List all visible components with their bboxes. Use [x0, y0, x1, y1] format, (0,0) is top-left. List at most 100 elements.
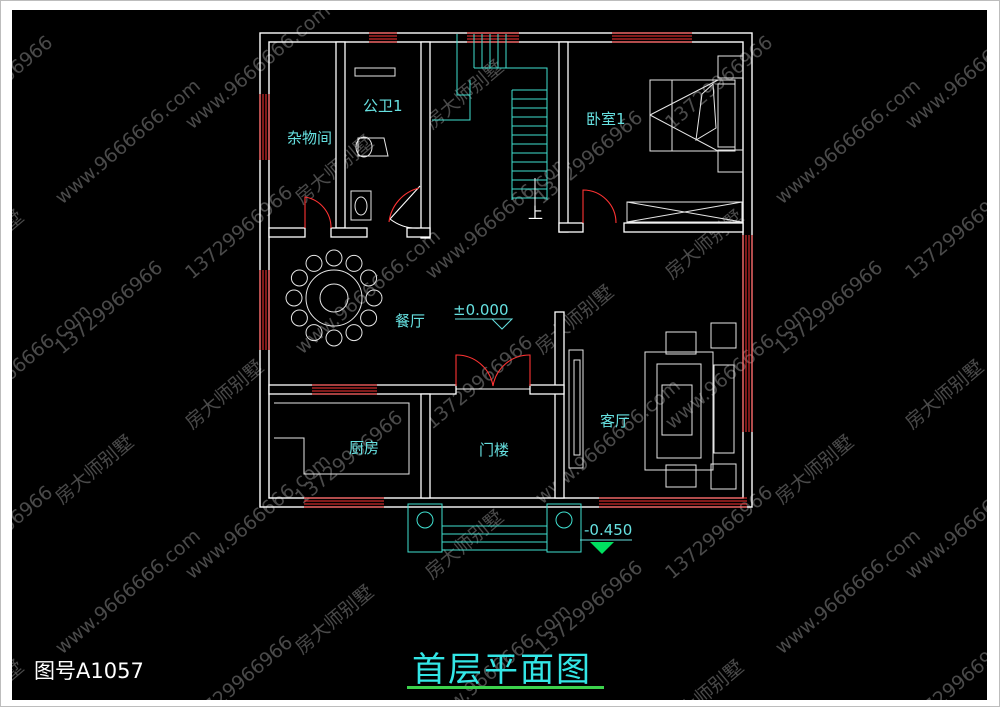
wall-bath-bottom	[406, 227, 431, 238]
dining-chair-icon	[285, 289, 303, 307]
porch-pillar-right	[546, 503, 582, 553]
wall-bedroom-bottom-left	[558, 222, 584, 233]
wardrobe-cross	[626, 201, 743, 223]
watermark-site: www.9666666.com	[771, 75, 925, 209]
bed-pillows	[717, 83, 736, 148]
bath-shelf	[354, 67, 396, 77]
window-top-bath	[369, 32, 397, 43]
door-bathroom	[388, 187, 420, 223]
watermark-site: www.9666666.com	[181, 10, 335, 134]
elevation-label-entry: -0.450	[584, 521, 632, 539]
door-entrance-left	[455, 354, 494, 387]
door-bedroom	[582, 189, 617, 224]
tv-cabinet-icon	[568, 349, 584, 469]
watermark-phone: 13729966966	[901, 181, 987, 283]
rug-icon	[644, 351, 714, 471]
dining-chair-icon	[325, 329, 343, 347]
watermark-site: www.9666666.com	[901, 10, 987, 134]
watermark-site: www.9666666.com	[12, 300, 95, 434]
wall-kitchen-entrance	[420, 393, 431, 499]
title-underline	[407, 686, 604, 689]
watermark-site: www.9666666.com	[771, 525, 925, 659]
elevation-marker-entry	[590, 542, 614, 554]
nightstand-bottom	[717, 149, 744, 173]
sink-basin	[354, 196, 368, 216]
window-right-living	[742, 235, 753, 432]
toilet-icon	[357, 137, 389, 157]
wall-bedroom-bottom-right	[623, 222, 744, 233]
wardrobe-icon	[626, 201, 743, 223]
window-left-storage	[259, 94, 270, 160]
dining-chair-icon	[360, 269, 378, 287]
watermark-phone: 13729966966	[12, 31, 57, 133]
wall-entrance-top-right	[529, 384, 565, 395]
sink-icon	[350, 190, 372, 221]
watermark-site: www.9666666.com	[661, 300, 815, 434]
interior-walls	[268, 41, 744, 499]
dining-chair-icon	[345, 254, 363, 272]
window-top-bedroom	[612, 32, 692, 43]
room-label-entrance: 门楼	[479, 441, 509, 459]
watermark-brand: 房大师别墅	[771, 431, 858, 509]
tv-icon	[573, 359, 581, 456]
doors	[304, 185, 617, 390]
room-labels: 杂物间 公卫1 卧室1 餐厅 厨房 门楼 客厅 上 ±0.000 -0.450	[287, 97, 632, 539]
watermark-brand: 房大师别墅	[901, 356, 987, 434]
windows	[259, 32, 753, 508]
dining-chair-icon	[305, 324, 323, 342]
elevation-label-floor: ±0.000	[453, 301, 509, 319]
wall-kitchen-top	[268, 384, 457, 395]
watermark-site: www.9666666.com	[51, 75, 205, 209]
dining-chair-icon	[365, 289, 383, 307]
armchair-bottom-icon	[665, 464, 697, 488]
watermark-brand: 房大师别墅	[531, 281, 618, 359]
watermark-brand: 房大师别墅	[181, 356, 268, 434]
rug-inner	[656, 363, 702, 459]
wall-living-left	[554, 311, 565, 499]
door-entrance-right	[492, 354, 531, 387]
watermark-site: www.9666666.com	[181, 450, 335, 584]
dining-chair-icon	[360, 309, 378, 327]
window-bottom-living	[599, 497, 747, 508]
door-bathroom-leaf	[389, 185, 421, 229]
room-label-dining: 餐厅	[395, 312, 425, 330]
coffee-table-icon	[661, 384, 693, 436]
fixtures	[274, 55, 744, 553]
watermark-phone: 13729966966	[51, 256, 167, 358]
dining-chair-icon	[325, 249, 343, 267]
pillar-right-circle	[555, 511, 573, 529]
armchair-top-icon	[665, 331, 697, 355]
watermark-phone: 13729966966	[181, 631, 297, 700]
stair-treads	[473, 34, 548, 200]
dining-chair-icon	[305, 254, 323, 272]
drawing-number: 图号A1057	[34, 659, 144, 683]
wall-stair-bedroom	[558, 41, 569, 233]
stair-rail-lower	[432, 80, 471, 121]
watermark-brand: 房大师别墅	[291, 581, 378, 659]
room-label-kitchen: 厨房	[349, 439, 379, 457]
door-storage	[304, 196, 332, 229]
side-table-top	[710, 322, 737, 349]
wall-storage-bottom-left	[268, 227, 306, 238]
dining-chair-icon	[345, 324, 363, 342]
watermark-site: www.9666666.com	[51, 525, 205, 659]
stair-up-label: 上	[528, 204, 543, 222]
watermark-brand: 房大师别墅	[12, 206, 28, 284]
elevation-markers	[455, 318, 632, 554]
window-kitchen-top	[312, 384, 377, 395]
watermark-brand: 房大师别墅	[661, 206, 748, 284]
porch-pillar-left	[407, 503, 443, 553]
toilet-bowl	[355, 136, 373, 158]
bed-blanket	[649, 79, 719, 152]
watermark-phone: 13729966966	[291, 406, 407, 508]
room-label-bathroom: 公卫1	[363, 97, 403, 115]
dining-chairs	[285, 249, 383, 347]
watermark-brand: 房大师别墅	[421, 506, 508, 584]
room-label-living: 客厅	[600, 412, 630, 430]
side-table-bottom	[710, 463, 737, 490]
pillar-left-circle	[416, 511, 434, 529]
dining-table-icon	[305, 269, 363, 327]
watermark-site: www.9666666.com	[901, 450, 987, 584]
